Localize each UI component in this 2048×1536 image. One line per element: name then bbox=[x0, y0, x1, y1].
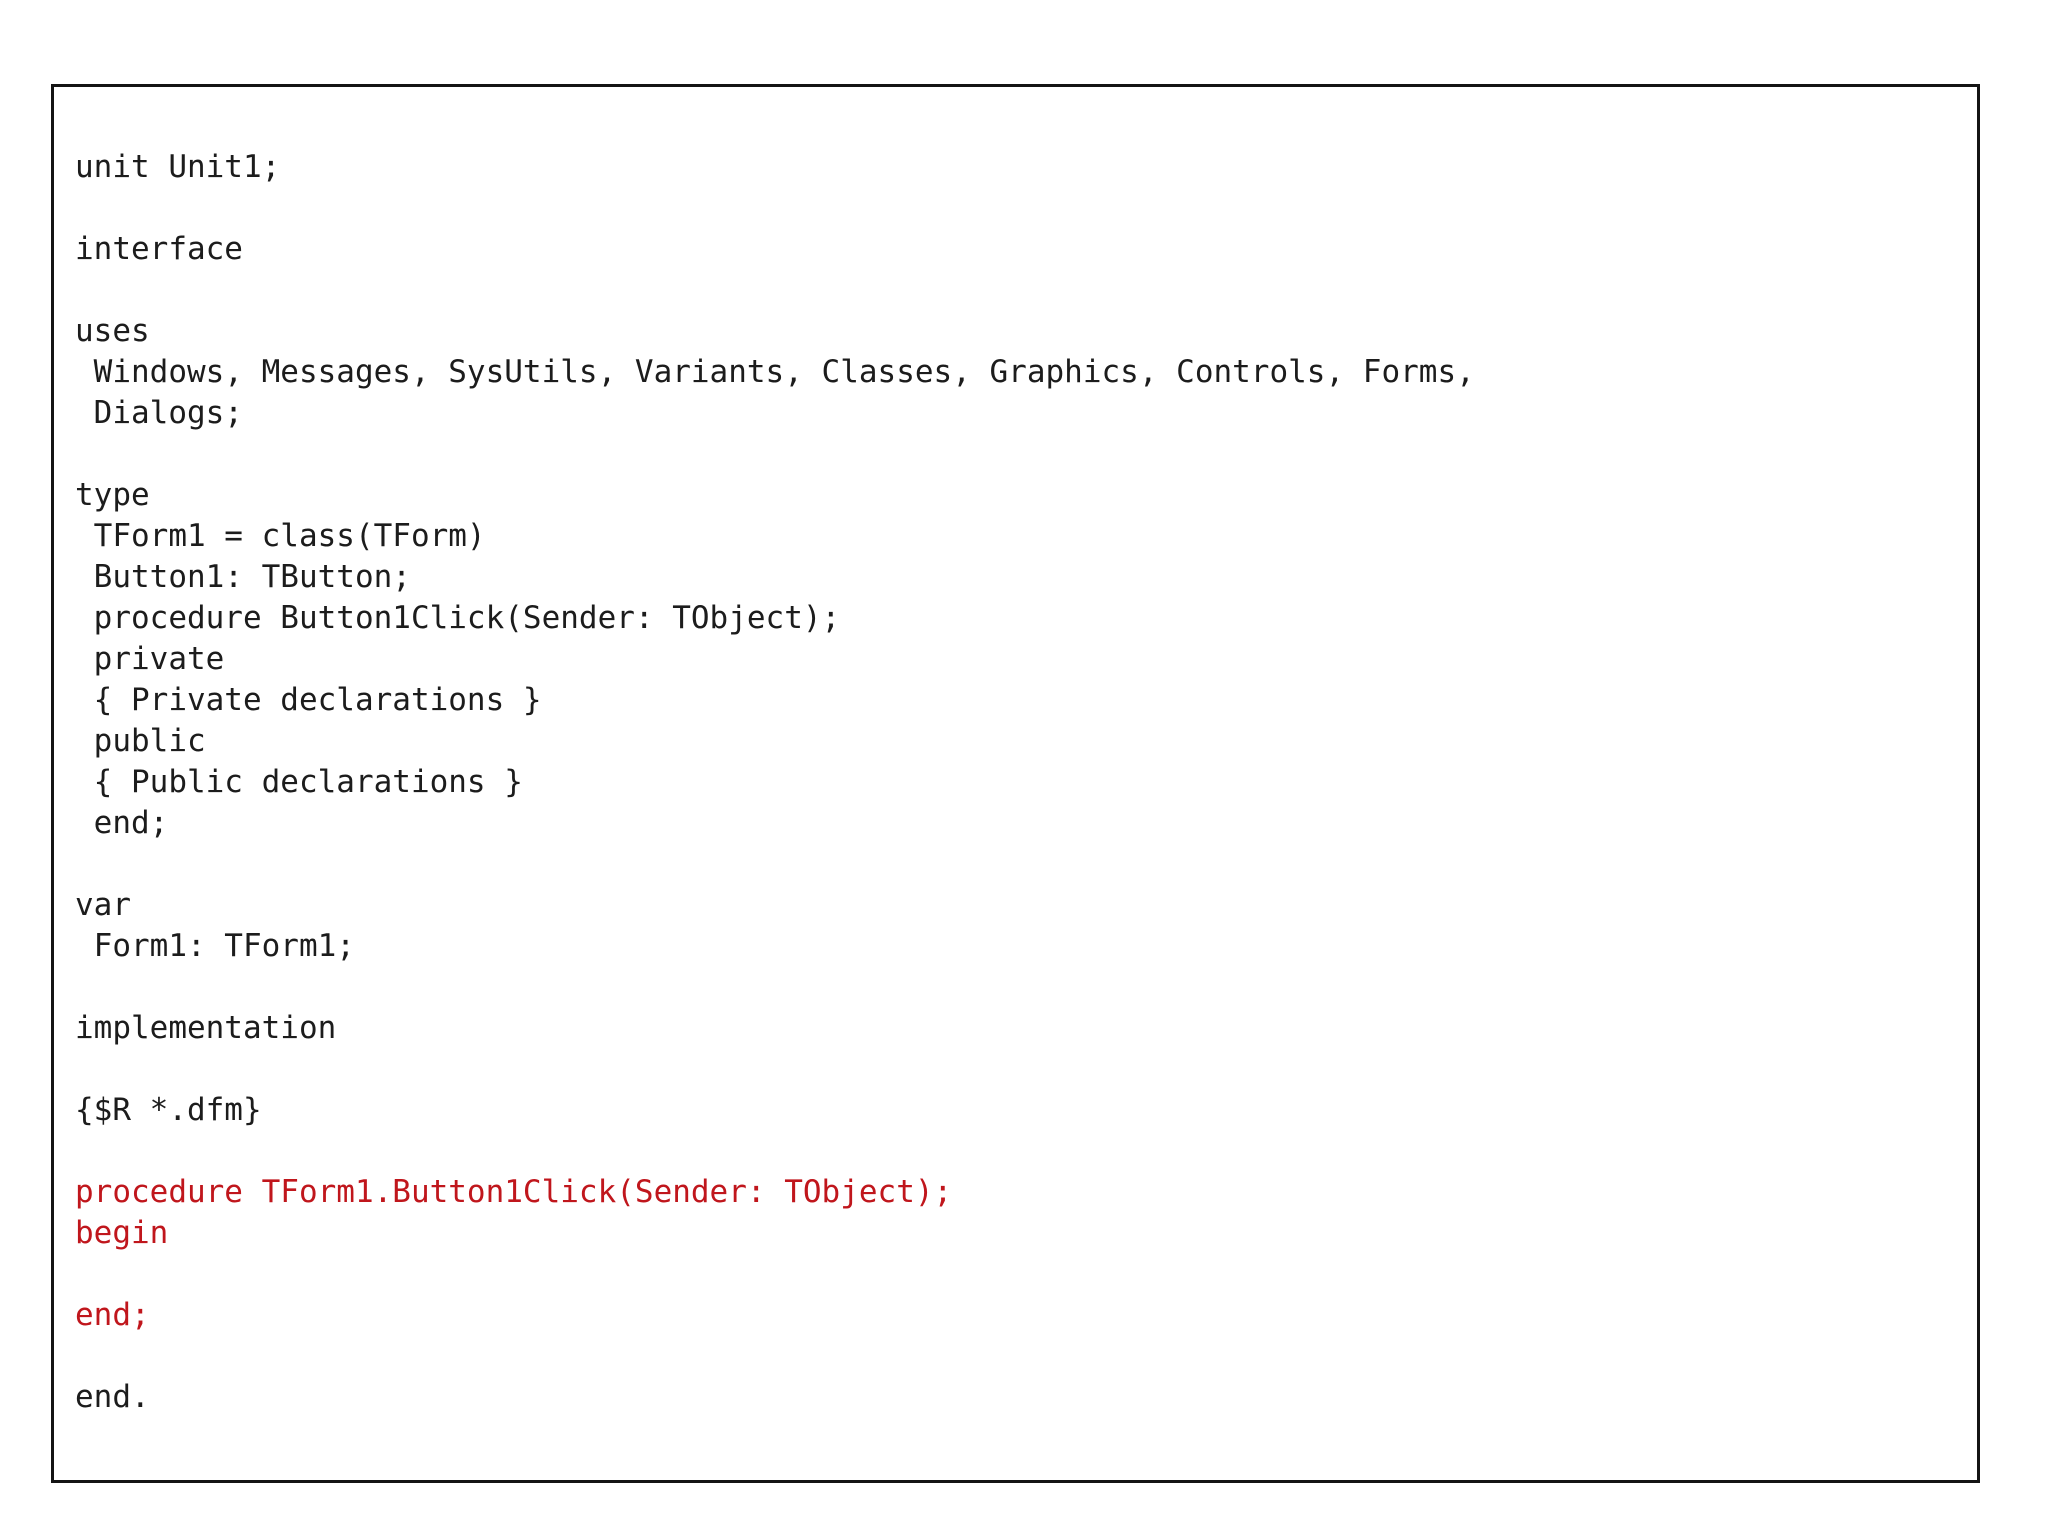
code-listing-box: unit Unit1; interface uses Windows, Mess… bbox=[51, 84, 1980, 1483]
code-line: implementation bbox=[75, 1010, 337, 1046]
code-line: var bbox=[75, 887, 131, 923]
code-line: unit Unit1; bbox=[75, 149, 281, 185]
code-line bbox=[75, 844, 1957, 885]
code-line: procedure TForm1.Button1Click(Sender: TO… bbox=[75, 1174, 953, 1210]
source-code-text: unit Unit1; interface uses Windows, Mess… bbox=[54, 87, 1977, 1418]
code-line bbox=[75, 188, 1957, 229]
code-line: { Public declarations } bbox=[75, 764, 523, 800]
code-line bbox=[75, 1254, 1957, 1295]
code-line: end; bbox=[75, 805, 169, 841]
code-line: end. bbox=[75, 1379, 150, 1415]
code-line: uses bbox=[75, 313, 150, 349]
code-line: Windows, Messages, SysUtils, Variants, C… bbox=[75, 354, 1475, 390]
code-line: begin bbox=[75, 1215, 169, 1251]
code-line: private bbox=[75, 641, 225, 677]
code-line bbox=[75, 434, 1957, 475]
code-line bbox=[75, 1131, 1957, 1172]
code-line bbox=[75, 967, 1957, 1008]
code-line: Button1: TButton; bbox=[75, 559, 411, 595]
code-line: interface bbox=[75, 231, 243, 267]
code-line: end; bbox=[75, 1297, 150, 1333]
code-line: TForm1 = class(TForm) bbox=[75, 518, 486, 554]
code-line: Form1: TForm1; bbox=[75, 928, 355, 964]
code-line: public bbox=[75, 723, 206, 759]
code-line bbox=[75, 1049, 1957, 1090]
code-line bbox=[75, 270, 1957, 311]
code-line: Dialogs; bbox=[75, 395, 243, 431]
code-line: type bbox=[75, 477, 150, 513]
code-line: { Private declarations } bbox=[75, 682, 542, 718]
code-line: procedure Button1Click(Sender: TObject); bbox=[75, 600, 841, 636]
code-line: {$R *.dfm} bbox=[75, 1092, 262, 1128]
code-line bbox=[75, 1336, 1957, 1377]
